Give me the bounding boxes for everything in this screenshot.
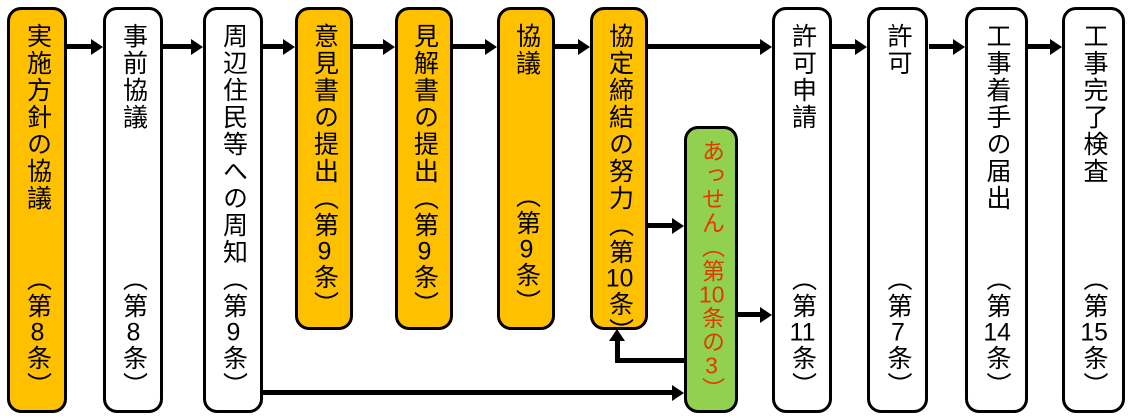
step-permit: 許可 （第7条） <box>867 7 928 413</box>
arrow-step3-step4 <box>263 44 283 49</box>
article-label: （第10条） <box>605 212 634 345</box>
article-label: （第7条） <box>884 266 912 399</box>
step-title: 意見書の提出 <box>310 23 339 185</box>
arrow-segment <box>615 358 684 363</box>
article-label: （第15条） <box>1080 266 1108 399</box>
arrow-notification-to-mediation <box>263 390 672 395</box>
arrow-agreement-to-mediation <box>648 223 672 228</box>
arrow-step6-step7 <box>555 44 578 49</box>
article-label: （第9条） <box>410 185 439 318</box>
article-label: （第9条） <box>310 185 339 318</box>
article-label: （第8条） <box>119 266 148 399</box>
arrow-agreement-to-application <box>648 44 760 49</box>
step-title: 見解書の提出 <box>410 23 439 185</box>
arrow-mediation-to-application <box>738 312 760 317</box>
arrow-head-up <box>609 329 625 341</box>
article-label: （第9条） <box>219 266 248 399</box>
step-title: 協定締結の努力 <box>605 23 634 212</box>
step-construction-start-notice: 工事着手の届出 （第14条） <box>965 7 1028 413</box>
step-title: 許可 <box>884 23 912 77</box>
step-opinion-submission: 意見書の提出 （第9条） <box>295 7 353 330</box>
step-title: 実施方針の協議 <box>23 23 52 212</box>
article-label: （第11条） <box>788 266 817 399</box>
arrow-step4-step5 <box>353 44 383 49</box>
article-label: （第8条） <box>23 266 52 399</box>
step-implementation-policy: 実施方針の協議 （第8条） <box>7 7 67 413</box>
step-title: 事前協議 <box>119 23 148 131</box>
arrow-segment <box>615 340 620 363</box>
arrow-start-notice-to-inspection <box>1028 44 1050 49</box>
mediation-label: あっせん（第10条の3） <box>698 138 725 401</box>
article-label: （第9条） <box>512 183 541 316</box>
step-permit-application: 許可申請 （第11条） <box>772 7 832 413</box>
step-title: 工事完了検査 <box>1080 23 1108 185</box>
step-title: 工事着手の届出 <box>983 23 1011 212</box>
article-label: （第14条） <box>983 266 1011 399</box>
step-response-submission: 見解書の提出 （第9条） <box>395 7 453 330</box>
arrow-step2-step3 <box>163 44 191 49</box>
step-completion-inspection: 工事完了検査 （第15条） <box>1062 7 1125 413</box>
step-consultation: 協議 （第9条） <box>497 7 555 330</box>
step-agreement-effort: 協定締結の努力 （第10条） <box>590 7 648 345</box>
step-title: 協議 <box>512 23 541 77</box>
step-prior-consultation: 事前協議 （第8条） <box>103 7 163 413</box>
step-title: 周辺住民等への周知 <box>219 23 248 266</box>
arrow-step1-step2 <box>67 44 91 49</box>
step-title: 許可申請 <box>788 23 817 131</box>
step-resident-notification: 周辺住民等への周知 （第9条） <box>203 7 263 413</box>
arrow-step5-step6 <box>453 44 485 49</box>
arrow-application-to-permit <box>832 44 855 49</box>
arrow-permit-to-start-notice <box>929 44 953 49</box>
step-mediation: あっせん（第10条の3） <box>684 126 738 413</box>
